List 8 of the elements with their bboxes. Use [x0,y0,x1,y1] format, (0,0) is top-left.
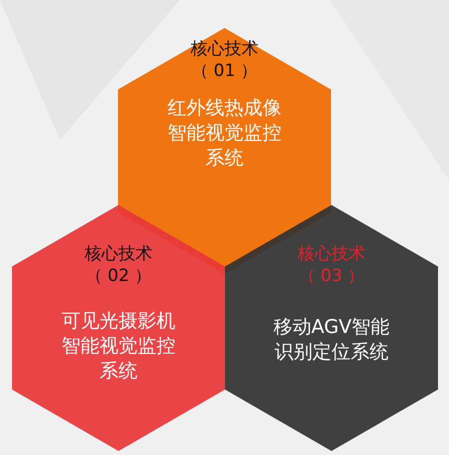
hexagon [225,205,438,451]
hexagon [12,205,225,451]
heading-text: 核心技术（ 03 ） [296,243,366,287]
heading-text: 核心技术（ 02 ） [84,243,154,287]
body-text: 红外线热成像智能视觉监控系统 [166,96,282,171]
heading-text: 核心技术（ 01 ） [190,38,260,82]
body-text: 可见光摄影机智能视觉监控系统 [60,309,176,384]
body-text: 移动AGV智能识别定位系统 [272,315,391,365]
